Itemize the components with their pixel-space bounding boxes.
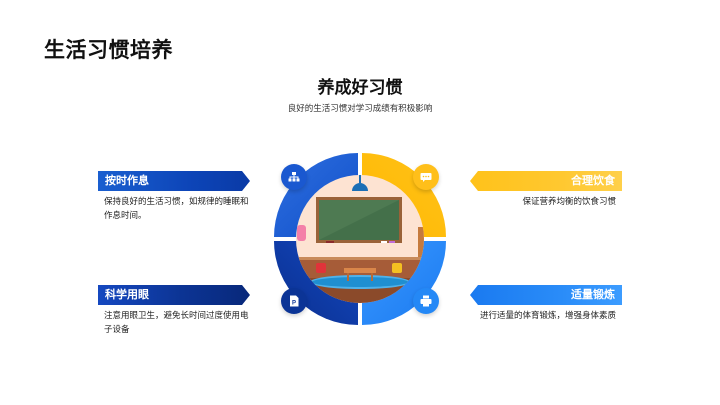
- habit-label-eyes: 科学用眼: [105, 288, 149, 301]
- rug-graphic: [310, 275, 410, 289]
- habit-label-diet: 合理饮食: [571, 174, 615, 187]
- chalk-graphic: [381, 241, 387, 243]
- habit-desc-exercise: 进行适量的体育锻炼，增强身体素质: [479, 311, 616, 321]
- section-title: 养成好习惯: [317, 78, 403, 98]
- svg-text:P: P: [292, 301, 296, 307]
- wall-trim: [296, 257, 424, 260]
- habit-desc-schedule: 保持良好的生活习惯，如规律的睡眠和作息时间。: [104, 197, 249, 221]
- habit-label-exercise: 适量锻炼: [571, 288, 615, 301]
- habit-desc-diet: 保证营养均衡的饮食习惯: [522, 197, 616, 207]
- habit-label-schedule: 按时作息: [105, 174, 149, 187]
- lamp-graphic: [352, 175, 368, 191]
- chalk-graphic: [389, 241, 395, 243]
- habit-banner-diet: 合理饮食: [470, 171, 622, 191]
- sitemap-icon: [281, 164, 307, 190]
- page-title: 生活习惯培养: [44, 38, 173, 62]
- table-graphic: [344, 268, 376, 281]
- chat-icon: [413, 164, 439, 190]
- chair-graphic: [392, 263, 402, 273]
- shelf-graphic: [418, 227, 424, 257]
- section-subtitle: 良好的生活习惯对学习成绩有积极影响: [287, 104, 433, 114]
- document-icon: P: [281, 288, 307, 314]
- chair-graphic: [316, 263, 326, 273]
- habit-circle-diagram: P: [274, 153, 446, 325]
- classroom-illustration: [296, 175, 424, 303]
- eraser-graphic: [326, 241, 334, 243]
- printer-icon: [413, 288, 439, 314]
- habit-banner-exercise: 适量锻炼: [470, 285, 622, 305]
- habit-desc-eyes: 注意用眼卫生，避免长时间过度使用电子设备: [104, 311, 249, 335]
- habit-banner-eyes: 科学用眼: [98, 285, 250, 305]
- habit-banner-schedule: 按时作息: [98, 171, 250, 191]
- backpack-graphic: [297, 225, 306, 241]
- chalkboard-graphic: [316, 197, 402, 243]
